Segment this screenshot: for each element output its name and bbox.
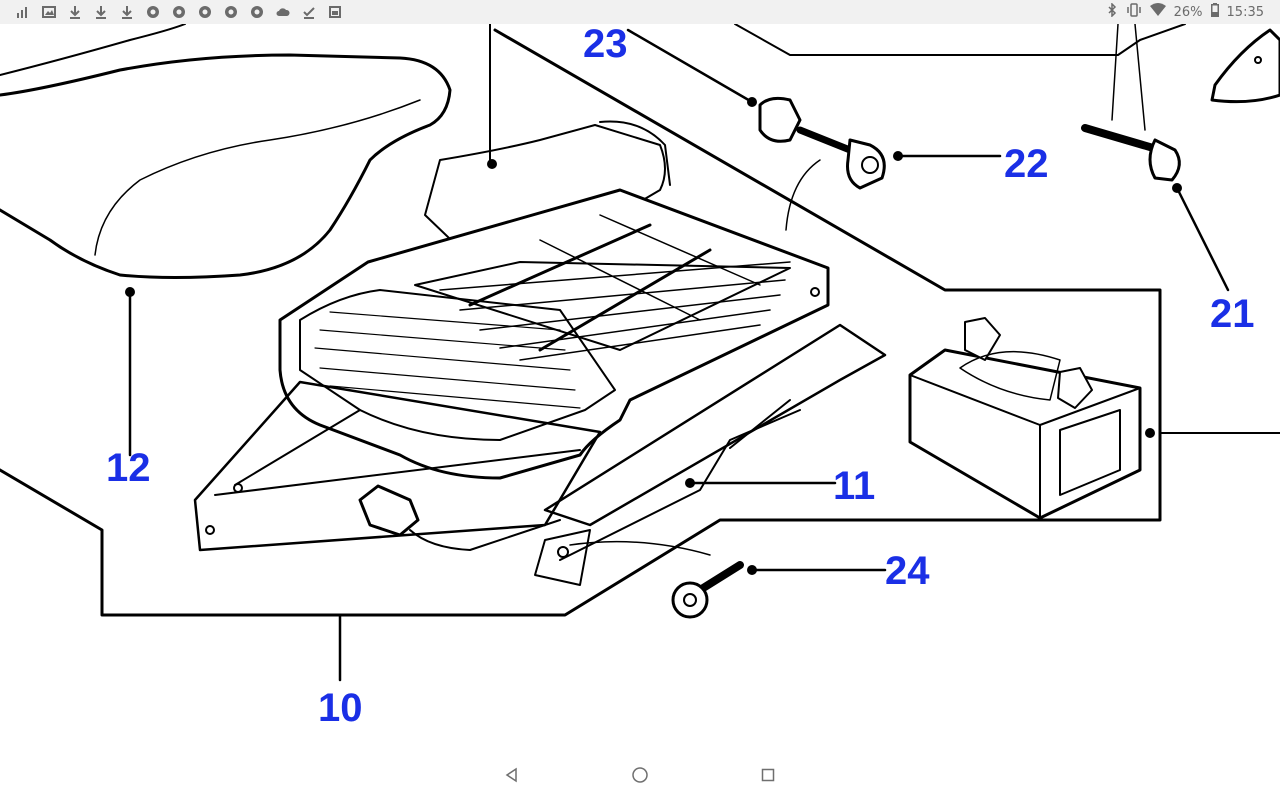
chrome-icon (170, 3, 188, 21)
battery-icon (1210, 3, 1219, 23)
seat-assembly-drawing (0, 23, 1280, 682)
back-icon[interactable] (500, 763, 524, 787)
battery-percent: 26% (1173, 5, 1203, 20)
download-icon (118, 3, 136, 21)
callout-12: 12 (106, 446, 151, 490)
notification-icons (14, 3, 344, 21)
vibrate-icon (1126, 3, 1142, 23)
download-icon (66, 3, 84, 21)
check-icon (300, 3, 318, 21)
gallery-icon (326, 3, 344, 21)
status-bar: 26% 15:35 (0, 0, 1280, 24)
callout-24: 24 (885, 549, 930, 593)
wifi-icon (1149, 3, 1166, 23)
chrome-icon (144, 3, 162, 21)
navigation-bar (0, 750, 1280, 800)
callout-11: 11 (833, 464, 876, 508)
callout-22: 22 (1004, 142, 1049, 186)
download-icon (92, 3, 110, 21)
callout-23: 23 (583, 22, 628, 66)
image-icon (40, 3, 58, 21)
signal-bars-icon (14, 3, 32, 21)
callout-10: 10 (318, 686, 363, 730)
clock: 15:35 (1226, 5, 1264, 20)
chrome-icon (196, 3, 214, 21)
home-icon[interactable] (628, 763, 652, 787)
bluetooth-icon (1106, 2, 1118, 23)
callout-21: 21 (1210, 292, 1255, 336)
recents-icon[interactable] (756, 763, 780, 787)
system-status: 26% 15:35 (1106, 2, 1264, 23)
parts-diagram[interactable]: 23 22 21 12 11 24 10 (0, 22, 1280, 740)
chrome-icon (248, 3, 266, 21)
cloud-icon (274, 3, 292, 21)
chrome-icon (222, 3, 240, 21)
